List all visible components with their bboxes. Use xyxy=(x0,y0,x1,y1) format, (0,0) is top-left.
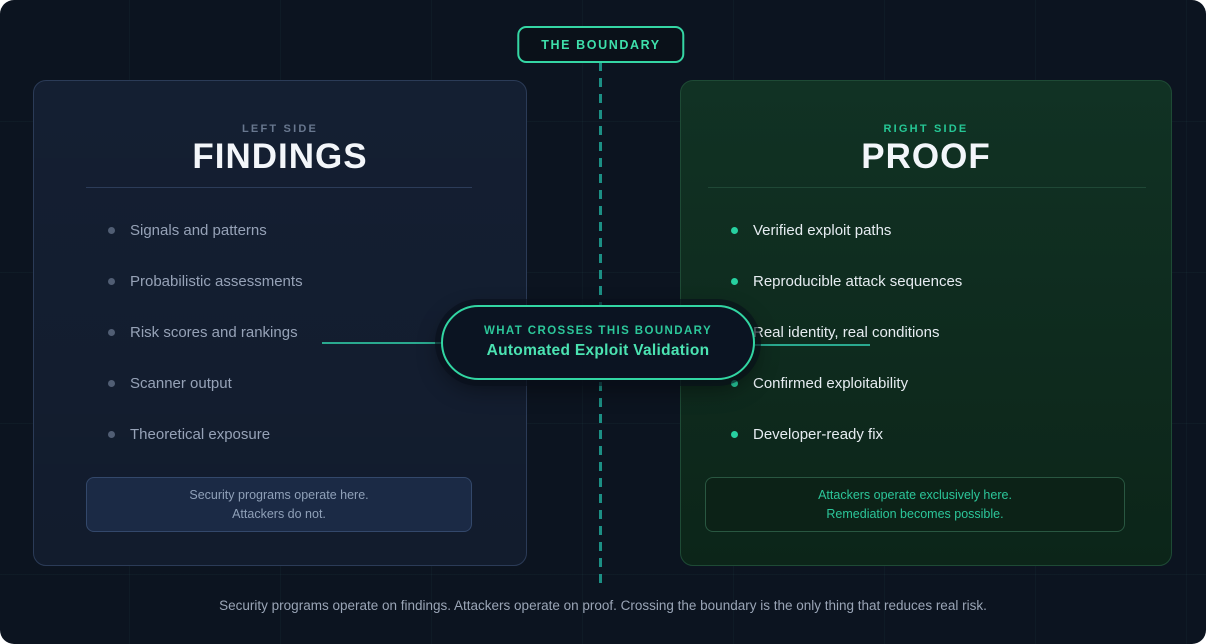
right-connector-line xyxy=(754,344,870,346)
list-item: Theoretical exposure xyxy=(34,409,526,460)
bullet-icon xyxy=(731,431,738,438)
list-item: Verified exploit paths xyxy=(681,205,1171,256)
bullet-icon xyxy=(108,380,115,387)
boundary-badge: THE BOUNDARY xyxy=(517,26,685,63)
findings-list: Signals and patterns Probabilistic asses… xyxy=(34,205,526,460)
list-item-label: Developer-ready fix xyxy=(753,426,884,443)
list-item: Signals and patterns xyxy=(34,205,526,256)
list-item-label: Verified exploit paths xyxy=(753,222,892,239)
list-item-label: Confirmed exploitability xyxy=(753,375,909,392)
bullet-icon xyxy=(108,278,115,285)
crossing-pill-title: Automated Exploit Validation xyxy=(486,342,710,359)
list-item: Probabilistic assessments xyxy=(34,256,526,307)
bullet-icon xyxy=(108,431,115,438)
note-line: Attackers do not. xyxy=(232,506,326,521)
note-line: Remediation becomes possible. xyxy=(826,506,1004,521)
list-item: Risk scores and rankings xyxy=(34,307,526,358)
bullet-icon xyxy=(731,278,738,285)
note-line: Security programs operate here. xyxy=(189,487,369,502)
crossing-pill-kicker: WHAT CROSSES THIS BOUNDARY xyxy=(483,325,713,337)
list-item-label: Signals and patterns xyxy=(130,222,267,239)
list-item: Reproducible attack sequences xyxy=(681,256,1171,307)
proof-panel: RIGHT SIDE PROOF Verified exploit paths … xyxy=(680,80,1172,566)
crossing-pill: WHAT CROSSES THIS BOUNDARY Automated Exp… xyxy=(441,305,755,380)
findings-divider xyxy=(86,187,472,188)
bullet-icon xyxy=(731,227,738,234)
bullet-icon xyxy=(108,227,115,234)
left-connector-line xyxy=(322,342,442,344)
list-item: Confirmed exploitability xyxy=(681,358,1171,409)
list-item-label: Probabilistic assessments xyxy=(130,273,303,290)
list-item-label: Real identity, real conditions xyxy=(753,324,940,341)
bullet-icon xyxy=(731,380,738,387)
proof-divider xyxy=(708,187,1146,188)
bottom-caption: Security programs operate on findings. A… xyxy=(219,598,987,613)
proof-list: Verified exploit paths Reproducible atta… xyxy=(681,205,1171,460)
list-item-label: Risk scores and rankings xyxy=(130,324,298,341)
proof-panel-kicker: RIGHT SIDE xyxy=(883,123,969,135)
findings-note: Security programs operate here. Attacker… xyxy=(86,477,472,532)
list-item: Scanner output xyxy=(34,358,526,409)
note-line: Attackers operate exclusively here. xyxy=(818,487,1012,502)
findings-panel-title: FINDINGS xyxy=(192,137,368,176)
bullet-icon xyxy=(108,329,115,336)
list-item: Developer-ready fix xyxy=(681,409,1171,460)
list-item: Real identity, real conditions xyxy=(681,307,1171,358)
list-item-label: Reproducible attack sequences xyxy=(753,273,963,290)
findings-panel-kicker: LEFT SIDE xyxy=(241,123,319,135)
proof-note: Attackers operate exclusively here. Reme… xyxy=(705,477,1125,532)
list-item-label: Theoretical exposure xyxy=(130,426,271,443)
boundary-badge-label: THE BOUNDARY xyxy=(541,37,661,52)
proof-panel-title: PROOF xyxy=(861,137,991,176)
list-item-label: Scanner output xyxy=(130,375,232,392)
